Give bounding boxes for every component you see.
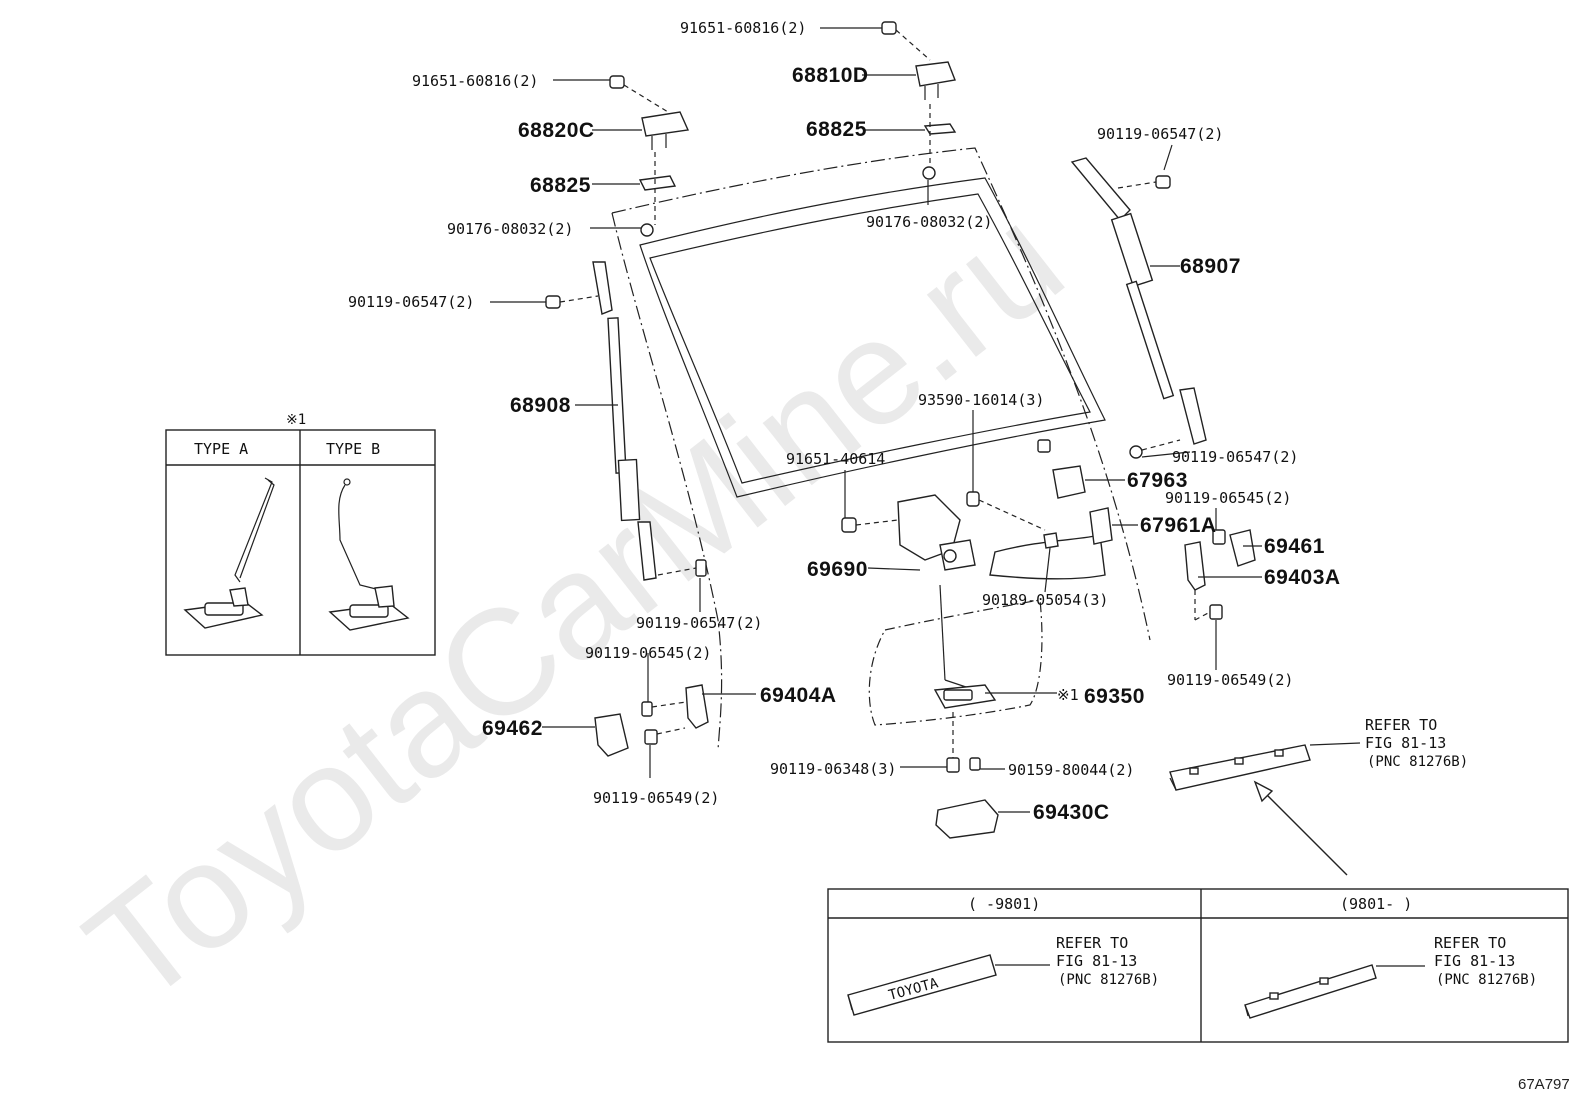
label-90119-06547-upper-left: 90119-06547(2) — [348, 293, 474, 311]
arrow-icon — [1253, 780, 1274, 803]
stop-lamp-drawing — [1169, 742, 1361, 876]
variant-col2-refer-line1: REFER TO — [1434, 934, 1506, 952]
bolt-icon — [695, 559, 707, 577]
bolt-icon — [1209, 604, 1223, 620]
label-90189-05054: 90189-05054(3) — [982, 591, 1108, 609]
bolt-icon — [545, 295, 561, 309]
gasket-icon — [923, 123, 957, 135]
emblem-garnish-drawing: TOYOTA — [847, 954, 1050, 1016]
lower-left-hardware-drawing — [594, 684, 709, 757]
label-69404A: 69404A — [760, 684, 837, 707]
type-a-handle-drawing — [183, 477, 275, 629]
label-68820C: 68820C — [518, 119, 595, 142]
type-b-label: TYPE B — [326, 440, 380, 458]
refer-to-main: REFER TO FIG 81-13 (PNC 81276B) — [1365, 716, 1468, 770]
label-69350: 69350 — [1084, 685, 1145, 708]
hinge-68820C-drawing — [609, 75, 690, 237]
screw-icon — [946, 757, 960, 773]
label-69461: 69461 — [1264, 535, 1325, 558]
label-68908: 68908 — [510, 394, 571, 417]
label-90176-08032-right: 90176-08032(2) — [866, 213, 992, 231]
label-68810D: 68810D — [792, 64, 869, 87]
label-69690: 69690 — [807, 558, 868, 581]
variant-col2-refer-line2: FIG 81-13 — [1434, 952, 1515, 970]
label-90176-08032-left: 90176-08032(2) — [447, 220, 573, 238]
label-90119-06549-left: 90119-06549(2) — [593, 789, 719, 807]
screw-icon — [969, 757, 981, 771]
label-67963: 67963 — [1127, 469, 1188, 492]
refer-main-line3: (PNC 81276B) — [1367, 754, 1468, 770]
label-69403A: 69403A — [1264, 566, 1341, 589]
bolt-icon — [1129, 445, 1143, 459]
variant-col2-refer-line3: (PNC 81276B) — [1436, 972, 1537, 988]
variant-col1-header: ( -9801) — [968, 895, 1040, 913]
variant-table: ( -9801) (9801- ) TOYOTA REFER TO FIG 81… — [827, 888, 1569, 1043]
cover-icon — [935, 799, 999, 839]
type-b-handle-drawing — [328, 478, 410, 631]
label-90119-06547-lower-left: 90119-06547(2) — [636, 614, 762, 632]
bolt-icon — [609, 75, 625, 89]
variant-col1-refer-line1: REFER TO — [1056, 934, 1128, 952]
type-inset-note: ※1 — [286, 412, 306, 428]
variant-col2-header: (9801- ) — [1340, 895, 1412, 913]
label-68825-left: 68825 — [530, 174, 591, 197]
bolt-icon — [644, 729, 658, 745]
back-door-frame — [611, 147, 1151, 751]
lamp-garnish-drawing — [1244, 964, 1425, 1019]
label-68825-right: 68825 — [806, 118, 867, 141]
handle-69350-drawing — [933, 684, 999, 839]
bolt-icon — [641, 701, 653, 717]
variant-col1-refer-line3: (PNC 81276B) — [1058, 972, 1159, 988]
refer-main-line2: FIG 81-13 — [1365, 734, 1446, 752]
variant-col1-refer-line2: FIG 81-13 — [1056, 952, 1137, 970]
label-93590-16014: 93590-16014(3) — [918, 391, 1044, 409]
gasket-icon — [638, 175, 677, 191]
bolt-icon — [881, 21, 897, 35]
label-90119-06547-upper-right: 90119-06547(2) — [1097, 125, 1223, 143]
label-69430C: 69430C — [1033, 801, 1110, 824]
label-68907: 68907 — [1180, 255, 1241, 278]
label-91651-60816-left: 91651-60816(2) — [412, 72, 538, 90]
lock-assembly-drawing — [841, 439, 1113, 691]
hinge-68810D-drawing — [881, 21, 957, 180]
damper-68908-drawing — [545, 261, 707, 581]
label-91651-40614: 91651-40614 — [786, 450, 885, 468]
label-67961A: 67961A — [1140, 514, 1217, 537]
label-69350-note: ※1 — [1057, 686, 1079, 704]
lower-right-hardware-drawing — [1184, 529, 1256, 621]
damper-68907-drawing — [1070, 157, 1207, 459]
label-91651-60816-top: 91651-60816(2) — [680, 19, 806, 37]
type-inset-box: ※1 TYPE A TYPE B — [165, 412, 436, 656]
label-90119-06547-lower-right: 90119-06547(2) — [1172, 448, 1298, 466]
diagram-code: 67A797 — [1518, 1076, 1570, 1093]
bolt-icon — [966, 491, 980, 507]
label-90159-80044: 90159-80044(2) — [1008, 761, 1134, 779]
type-a-label: TYPE A — [194, 440, 248, 458]
label-90119-06545-right: 90119-06545(2) — [1165, 489, 1291, 507]
bolt-icon — [841, 517, 857, 533]
label-90119-06549-right: 90119-06549(2) — [1167, 671, 1293, 689]
bolt-icon — [1155, 175, 1171, 189]
leader-lines — [490, 27, 1262, 813]
part-labels: 91651-60816(2) 68810D 68825 91651-60816(… — [348, 19, 1341, 824]
label-90119-06545-left: 90119-06545(2) — [585, 644, 711, 662]
refer-main-line1: REFER TO — [1365, 716, 1437, 734]
label-90119-06348: 90119-06348(3) — [770, 760, 896, 778]
label-69462: 69462 — [482, 717, 543, 740]
screw-icon — [1037, 439, 1051, 453]
bolt-icon — [1212, 529, 1226, 545]
